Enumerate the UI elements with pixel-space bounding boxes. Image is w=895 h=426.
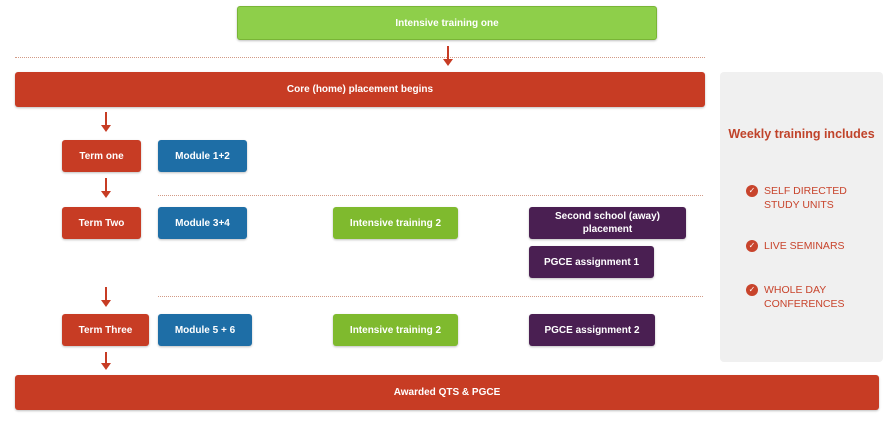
arrow-to-core xyxy=(443,46,453,68)
weekly-training-panel: Weekly training includes ✓ Self directed… xyxy=(720,72,883,362)
check-circle-icon: ✓ xyxy=(746,284,758,296)
arrow-to-term-three xyxy=(101,287,111,309)
intensive-training-one-box: Intensive training one xyxy=(237,6,657,40)
intensive-training-2-box: Intensive training 2 xyxy=(333,207,458,239)
weekly-item-self-directed: ✓ Self directed study units xyxy=(746,184,876,212)
weekly-item-label: Whole day conferences xyxy=(764,284,845,310)
module-1-2-box: Module 1+2 xyxy=(158,140,247,172)
core-placement-box: Core (home) placement begins xyxy=(15,72,705,107)
term-three-box: Term Three xyxy=(62,314,149,346)
weekly-training-title: Weekly training includes xyxy=(728,127,875,141)
divider-row-1 xyxy=(158,195,703,196)
awarded-qts-pgce-box: Awarded QTS & PGCE xyxy=(15,375,879,410)
pgce-assignment-2-box: PGCE assignment 2 xyxy=(529,314,655,346)
divider-top xyxy=(15,57,705,58)
second-school-placement-box: Second school (away) placement xyxy=(529,207,686,239)
arrow-to-term-one xyxy=(101,112,111,134)
module-3-4-box: Module 3+4 xyxy=(158,207,247,239)
weekly-item-conferences: ✓ Whole day conferences xyxy=(746,283,876,311)
divider-row-2 xyxy=(158,296,703,297)
term-one-box: Term one xyxy=(62,140,141,172)
weekly-item-label: Live seminars xyxy=(764,240,845,252)
weekly-item-live-seminars: ✓ Live seminars xyxy=(746,239,876,253)
check-circle-icon: ✓ xyxy=(746,240,758,252)
arrow-to-awarded xyxy=(101,352,111,372)
term-two-box: Term Two xyxy=(62,207,141,239)
check-circle-icon: ✓ xyxy=(746,185,758,197)
module-5-6-box: Module 5 + 6 xyxy=(158,314,252,346)
intensive-training-2b-box: Intensive training 2 xyxy=(333,314,458,346)
arrow-to-term-two xyxy=(101,178,111,200)
pgce-assignment-1-box: PGCE assignment 1 xyxy=(529,246,654,278)
weekly-item-label: Self directed study units xyxy=(764,185,847,211)
